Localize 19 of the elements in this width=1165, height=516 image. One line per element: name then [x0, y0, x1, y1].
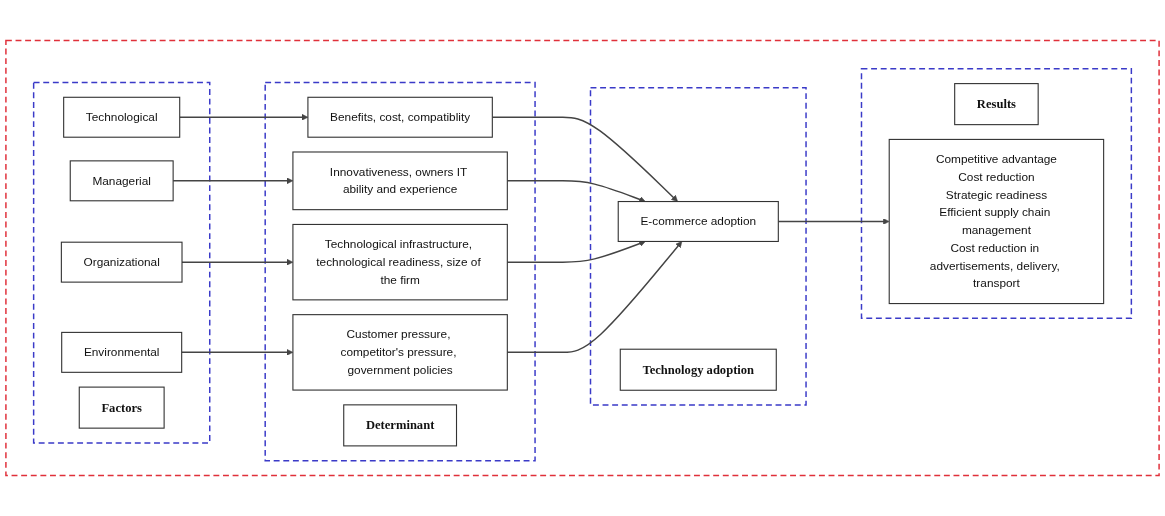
node-box: Environmental — [61, 331, 183, 373]
node-box: Organizational — [60, 241, 183, 283]
node-box: Technological — [63, 96, 181, 138]
node-box: Competitive advantage Cost reduction Strategic readiness Efficient supply chain management Cost reduction in advertisements, delivery, transport — [888, 138, 1105, 305]
node-box: E-commerce adoption — [617, 200, 779, 242]
node-box: Technological infrastructure, technological readiness, size of the firm — [292, 223, 508, 301]
cluster — [5, 39, 1160, 477]
node-box: Managerial — [69, 160, 174, 202]
cluster — [860, 68, 1133, 320]
node-box: Factors — [78, 386, 165, 429]
node-box: Customer pressure, competitor's pressure, government policies — [292, 314, 508, 391]
node-box: Technology adoption — [619, 348, 777, 391]
node-box: Innovativeness, owners IT ability and experience — [292, 151, 508, 211]
cluster — [264, 81, 536, 462]
node-box: Determinant — [343, 404, 458, 447]
cluster — [32, 81, 211, 444]
node-box: Benefits, cost, compatiblity — [307, 96, 493, 138]
node-box: Results — [954, 83, 1039, 126]
cluster — [589, 86, 807, 406]
